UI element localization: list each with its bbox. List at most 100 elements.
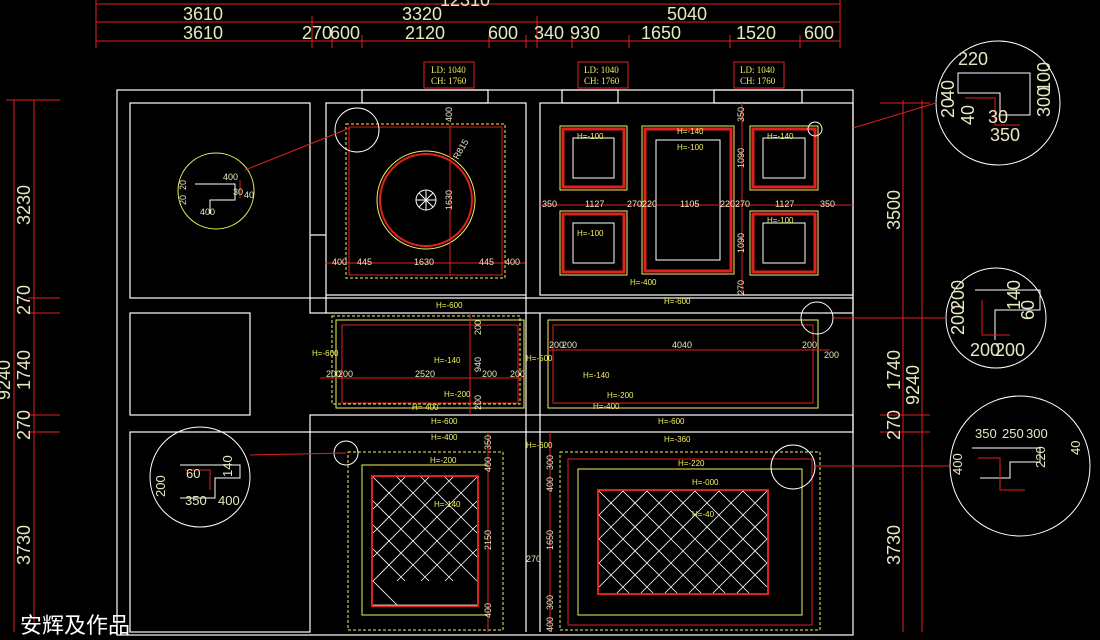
grid-dim-10: 1090 — [736, 148, 746, 168]
grid-dim-9: 350 — [820, 199, 835, 209]
h-label-15: H=-200 — [430, 456, 457, 465]
dim-top-1: 3610 — [183, 4, 223, 24]
living-r: R815 — [451, 137, 470, 161]
grid-label-2: H=-140 — [677, 127, 704, 136]
detail-br-6: 40 — [1068, 441, 1083, 455]
grid-dim-13: 270 — [736, 280, 746, 295]
diamond-pattern-right — [598, 490, 768, 594]
low-dim-2: 400 — [483, 457, 493, 472]
low-dim-5: 270 — [526, 554, 541, 564]
living-w2: 445 — [357, 257, 372, 267]
mid-dim-13: 200 — [824, 350, 839, 360]
diamond-pattern-left — [372, 476, 478, 606]
h-label-2: H=-600 — [664, 297, 691, 306]
h-label-10: H=-200 — [607, 391, 634, 400]
detail-tl-1: 400 — [223, 172, 238, 182]
grid-label-4: H=-140 — [767, 132, 794, 141]
detail-mr-1: 140 — [1004, 280, 1024, 310]
low-dim-10: 400 — [545, 617, 555, 632]
grid-dim-5: 1105 — [680, 199, 699, 209]
mid-dim-12: 200 — [802, 340, 817, 350]
living-w5: 400 — [505, 257, 520, 267]
dim-row2-3: 600 — [330, 23, 360, 43]
dim-top-2: 3320 — [402, 4, 442, 24]
h-label-7: H=-400 — [412, 403, 439, 412]
detail-tr-5: 30 — [988, 107, 1008, 127]
h-label-11: H=-400 — [593, 402, 620, 411]
living-w1: 400 — [332, 257, 347, 267]
dim-row2-6: 340 — [534, 23, 564, 43]
h-label-4: H=-500 — [526, 354, 553, 363]
grid-dim-3: 270 — [627, 199, 642, 209]
right-dimensions — [880, 100, 930, 632]
dim-right-overall: 9240 — [903, 365, 923, 405]
dim-row2-10: 600 — [804, 23, 834, 43]
h-label-9: H=-140 — [583, 371, 610, 380]
mid-dim-2: 200 — [338, 369, 353, 379]
living-w3: 1630 — [414, 257, 434, 267]
dim-right-2: 1740 — [884, 350, 904, 390]
dim-row2-8: 1650 — [641, 23, 681, 43]
grid-label-5: H=-100 — [577, 229, 604, 238]
detail-tr-4: 40 — [958, 105, 978, 125]
grid-dim-2: 1127 — [585, 199, 604, 209]
dim-right-1: 3500 — [884, 190, 904, 230]
detail-tr-3: 20 — [938, 98, 958, 118]
bottom-ceilings — [333, 432, 821, 632]
detail-mr-2: 60 — [1018, 300, 1038, 320]
detail-tl-3: 30 — [233, 187, 243, 197]
detail-mr-6: 200 — [995, 340, 1025, 360]
light-2-ch: CH: 1760 — [584, 76, 620, 86]
mid-dim-5: 200 — [510, 369, 525, 379]
detail-tl-5: 20 — [178, 180, 188, 190]
living-h: 1630 — [444, 190, 454, 210]
mid-dim-8: 200 — [473, 395, 483, 410]
dim-right-3: 270 — [884, 410, 904, 440]
detail-br-4: 400 — [950, 453, 965, 475]
low-dim-6: 1650 — [545, 530, 555, 550]
h-label-16: H=-220 — [678, 459, 705, 468]
h-label-6: H=-200 — [444, 390, 471, 399]
detail-mr-4: 200 — [948, 305, 968, 335]
watermark: 安辉及作品 — [20, 614, 131, 639]
h-label-14: H=-360 — [664, 435, 691, 444]
h-label-19: H=-40 — [692, 510, 715, 519]
h-label-5: H=-140 — [434, 356, 461, 365]
detail-tl-2: 20 — [178, 195, 188, 205]
top-dimensions — [95, 0, 841, 48]
detail-tl-6: 400 — [200, 207, 215, 217]
dim-left-3: 1740 — [14, 350, 34, 390]
detail-tr-2: 40 — [938, 80, 958, 100]
detail-mr-3: 200 — [948, 280, 968, 310]
detail-tl-4: 40 — [244, 190, 254, 200]
mid-dim-11: 4040 — [672, 340, 692, 350]
dim-left-5: 3730 — [14, 525, 34, 565]
grid-dim-12: 350 — [736, 107, 746, 122]
dim-left-1: 3230 — [14, 185, 34, 225]
grid-dim-7: 270 — [735, 199, 750, 209]
grid-label-1: H=-100 — [577, 132, 604, 141]
h-label-1: H=-600 — [436, 301, 463, 310]
h-label-3: H=-600 — [312, 349, 339, 358]
walls — [116, 89, 854, 636]
light-3-ch: CH: 1760 — [740, 76, 776, 86]
low-dim-8: 400 — [545, 477, 555, 492]
mid-dim-6: 940 — [473, 357, 483, 372]
mid-dim-1: 200 — [326, 369, 341, 379]
detail-bl-4: 350 — [185, 493, 207, 508]
detail-br-5: 220 — [1033, 446, 1048, 468]
detail-br-3: 300 — [1026, 426, 1048, 441]
detail-bl-5: 400 — [218, 493, 240, 508]
grid-label-7: H=-400 — [630, 278, 657, 287]
dim-row2-7: 930 — [570, 23, 600, 43]
low-dim-7: 300 — [545, 455, 555, 470]
mid-dim-7: 200 — [473, 320, 483, 335]
light-3-ld: LD: 1040 — [740, 65, 775, 75]
detail-bl-2: 60 — [186, 466, 200, 481]
h-label-13: H=-400 — [431, 433, 458, 442]
detail-br-2: 250 — [1002, 426, 1024, 441]
h-label-17: H=-000 — [692, 478, 719, 487]
light-1-ch: CH: 1760 — [431, 76, 467, 86]
detail-tr-7: 100 — [1034, 62, 1054, 92]
